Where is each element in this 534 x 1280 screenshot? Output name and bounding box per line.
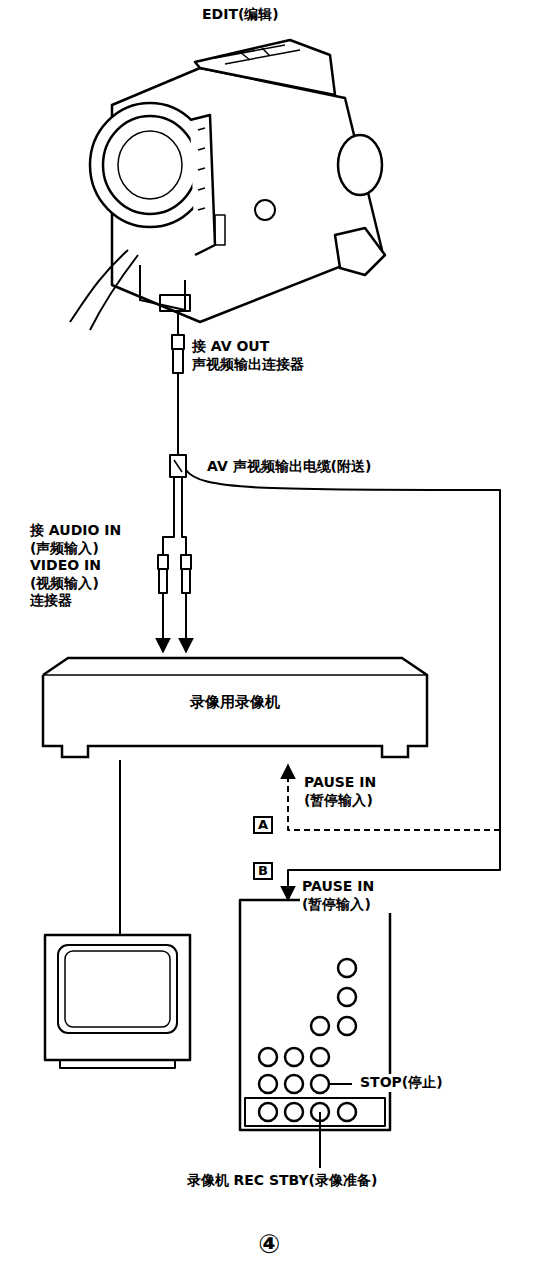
callout-label: 接 AUDIO IN (声频输入) VIDEO IN (视频输入) 连接器	[28, 522, 144, 610]
callout-letter: A	[253, 816, 273, 834]
av-cable	[158, 311, 500, 900]
vcr-box: 录像用录像机	[40, 655, 430, 760]
vcr-edge	[43, 674, 427, 676]
callout-letter: B	[253, 862, 273, 880]
camcorder	[70, 40, 385, 330]
callout-label: 接 AV OUT 声视频输出连接器	[190, 338, 334, 373]
callout-label: AV 声视频输出电缆(附送)	[205, 458, 373, 476]
television	[45, 760, 190, 1068]
callout-label: PAUSE IN (暂停输入)	[302, 774, 416, 809]
callout-label: EDIT(编辑)	[200, 6, 281, 24]
remote-control	[240, 900, 390, 1168]
callout-label: PAUSE IN (暂停输入)	[300, 878, 414, 913]
box-label: 录像用录像机	[40, 693, 430, 712]
figure-number: ④	[252, 1228, 286, 1261]
callout-label: STOP(停止)	[358, 1074, 445, 1092]
callout-label: 录像机 REC STBY(录像准备)	[150, 1172, 414, 1190]
